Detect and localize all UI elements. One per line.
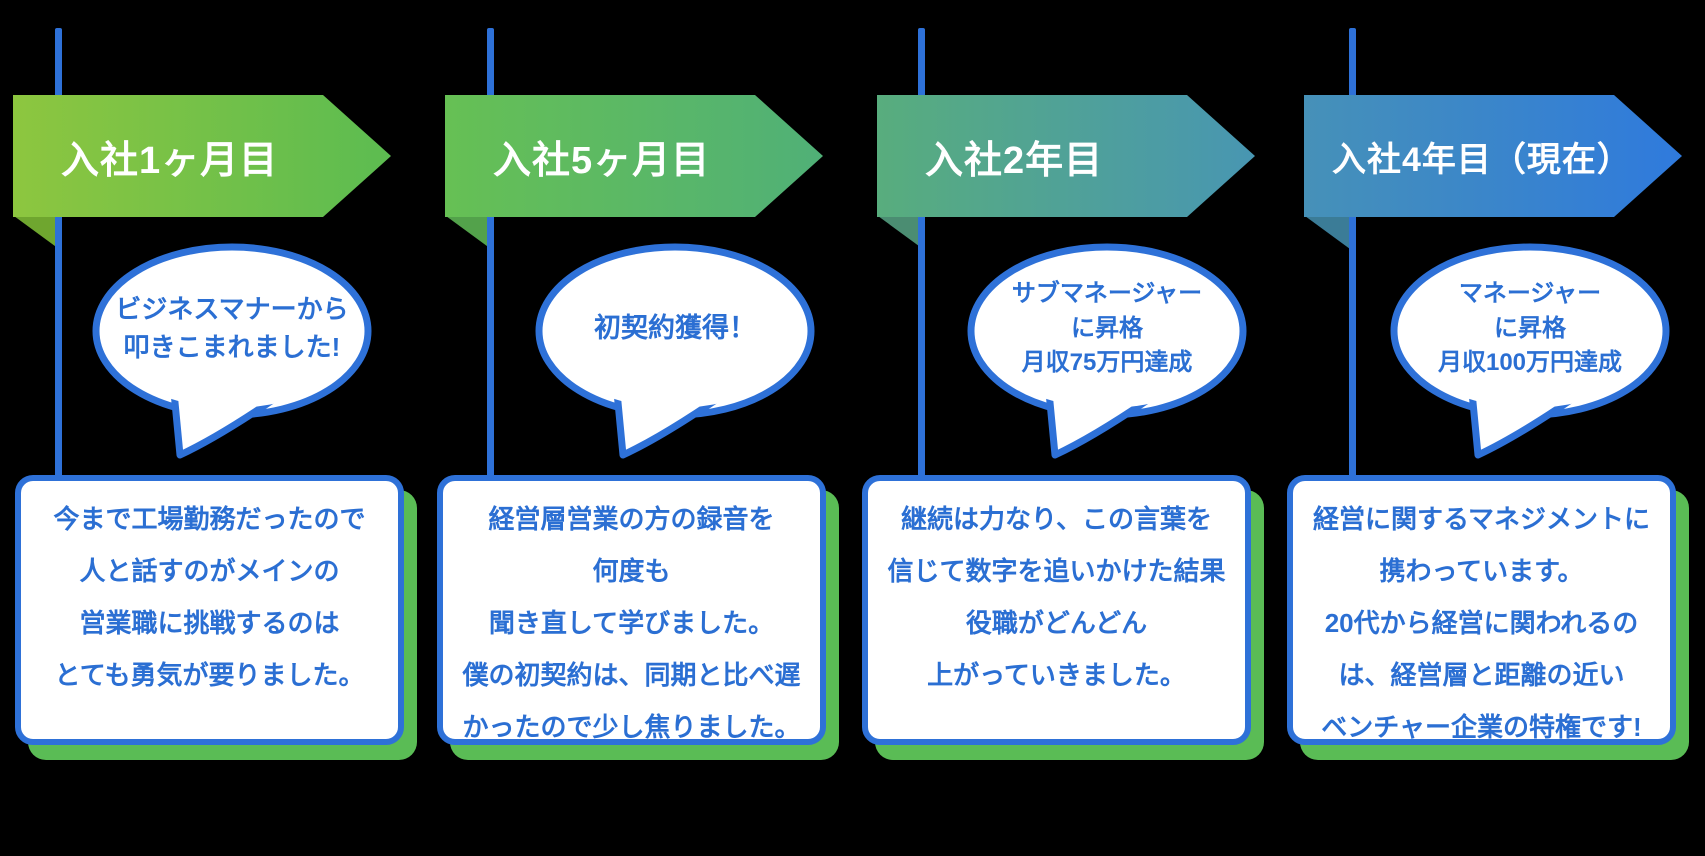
timeline-pole: [487, 28, 494, 678]
banner-fold: [1305, 216, 1350, 249]
detail-card: 経営に関するマネジメントに 携わっています。 20代から経営に関われるの は、経…: [1287, 475, 1676, 745]
milestone-banner: 入社5ヶ月目: [445, 95, 823, 217]
timeline-pole: [55, 28, 62, 678]
milestone-banner: 入社4年目（現在）: [1304, 95, 1682, 217]
banner-fold: [878, 216, 923, 249]
speech-bubble: [967, 243, 1247, 459]
milestone-banner: 入社2年目: [877, 95, 1255, 217]
milestone-label: 入社4年目（現在）: [1332, 140, 1632, 179]
detail-text: 今まで工場勤務だったので 人と話すのがメインの 営業職に挑戦するのは とても勇気…: [53, 504, 366, 690]
bubble-text: サブマネージャー に昇格 月収75万円達成: [1011, 279, 1203, 377]
detail-text: 継続は力なり、この言葉を 信じて数字を追いかけた結果 役職がどんどん 上がってい…: [887, 504, 1226, 690]
speech-bubble: [1390, 243, 1670, 459]
timeline-pole: [1349, 28, 1356, 678]
detail-card: 今まで工場勤務だったので 人と話すのがメインの 営業職に挑戦するのは とても勇気…: [15, 475, 404, 745]
milestone-label: 入社5ヶ月目: [493, 139, 711, 182]
banner-fold: [446, 216, 491, 249]
detail-card: 継続は力なり、この言葉を 信じて数字を追いかけた結果 役職がどんどん 上がってい…: [862, 475, 1251, 745]
timeline-pole: [918, 28, 925, 678]
bubble-text: ビジネスマナーから 叩きこまれました!: [115, 294, 349, 362]
detail-text: 経営層営業の方の録音を 何度も 聞き直して学びました。 僕の初契約は、同期と比べ…: [462, 504, 801, 742]
banner-fold: [14, 216, 59, 249]
speech-bubble: [535, 243, 815, 459]
detail-card: 経営層営業の方の録音を 何度も 聞き直して学びました。 僕の初契約は、同期と比べ…: [437, 475, 826, 745]
detail-text: 経営に関するマネジメントに 携わっています。 20代から経営に関われるの は、経…: [1313, 504, 1650, 742]
milestone-label: 入社1ヶ月目: [61, 139, 279, 182]
bubble-text: 初契約獲得！: [594, 313, 756, 344]
speech-bubble: [92, 243, 372, 459]
milestone-label: 入社2年目: [925, 139, 1104, 182]
milestone-banner: 入社1ヶ月目: [13, 95, 391, 217]
bubble-text: マネージャー に昇格 月収100万円達成: [1437, 279, 1623, 377]
